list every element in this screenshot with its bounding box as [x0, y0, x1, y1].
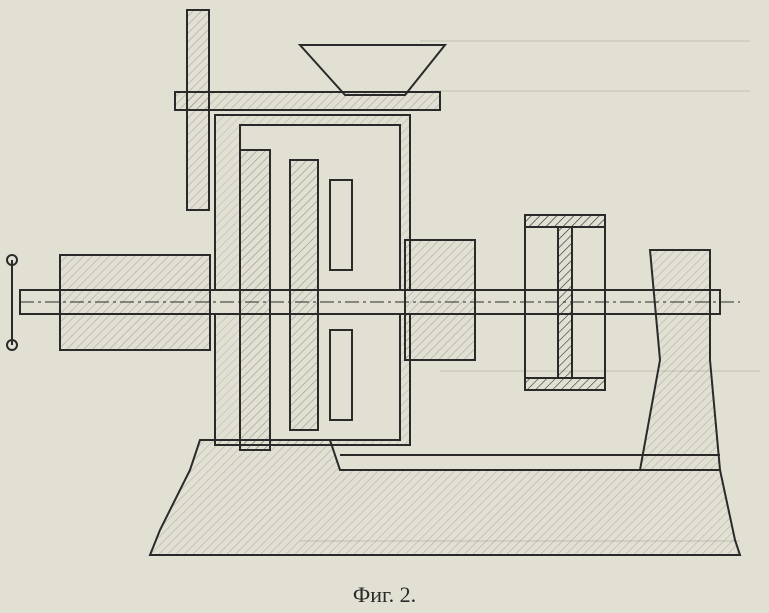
hopper — [297, 44, 448, 96]
right-bearing — [404, 239, 476, 361]
figure-caption: Фиг. 2. — [352, 582, 417, 607]
rotating-disc — [289, 159, 319, 431]
bleed-through-line — [430, 90, 750, 92]
top-drive-shaft — [174, 91, 441, 111]
bleed-through-line — [420, 40, 750, 42]
belt-pulley — [524, 214, 606, 391]
bleed-through-line — [440, 370, 760, 372]
disc-tooth-lower — [329, 329, 353, 421]
fixed-disc — [239, 149, 271, 451]
left-bearing — [59, 254, 211, 351]
disc-tooth-upper — [329, 179, 353, 271]
outer-bearing-pedestal — [638, 249, 722, 471]
adjusting-handle — [6, 254, 18, 351]
vertical-pulley — [186, 9, 210, 211]
